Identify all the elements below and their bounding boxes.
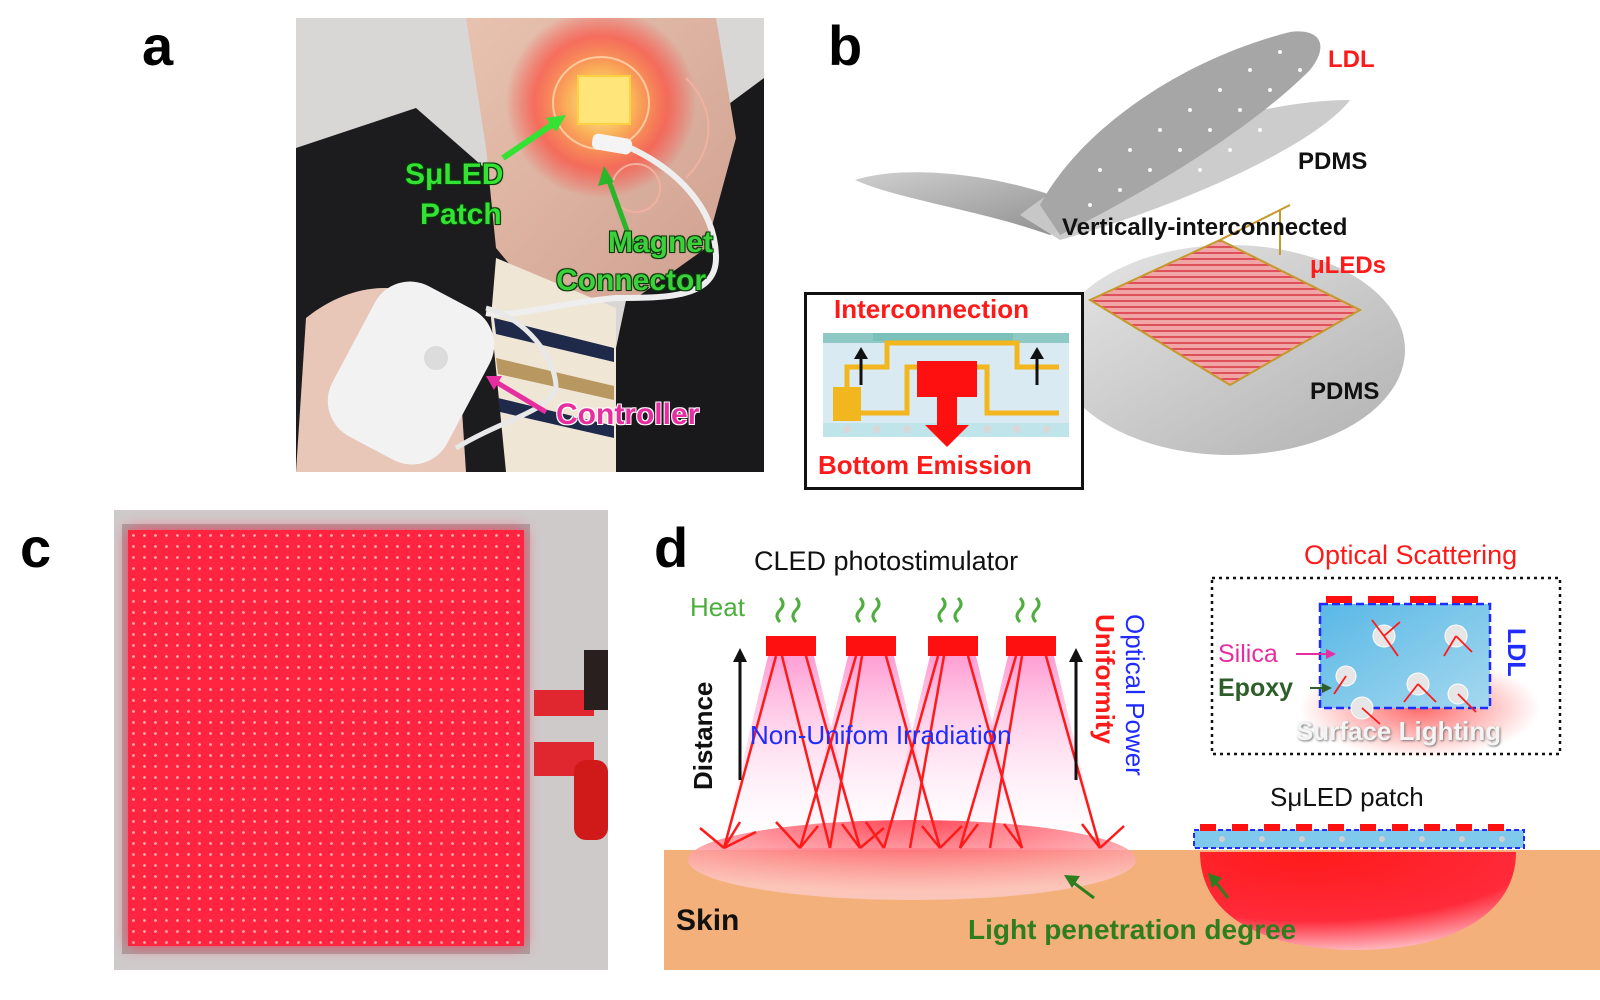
label-surface-lighting: Surface Lighting xyxy=(1296,716,1502,746)
ldl-layer xyxy=(1040,31,1321,236)
label-controller: Controller xyxy=(556,398,700,431)
patient-photo-illustration xyxy=(296,18,764,472)
label-skin: Skin xyxy=(676,904,740,937)
scattering-inset xyxy=(1210,576,1562,756)
led-array-lit xyxy=(128,530,524,946)
label-magnet-line2: Connector xyxy=(556,264,706,297)
sled-patch-strip xyxy=(1193,829,1525,849)
label-magnet-line1: Magnet xyxy=(608,226,713,259)
panel-letter-c: c xyxy=(20,516,52,579)
label-penetration: Light penetration degree xyxy=(968,914,1297,945)
label-patch-line1: SμLED xyxy=(405,158,504,191)
cled-beams xyxy=(722,656,1100,848)
label-cled-title: CLED photostimulator xyxy=(754,546,1019,576)
label-ldl-d: LDL xyxy=(1502,628,1530,677)
penetration-sled xyxy=(1200,852,1516,950)
label-heat: Heat xyxy=(690,592,745,622)
inset-cross-section xyxy=(823,333,1069,447)
label-b-vertical: Vertically-interconnected xyxy=(1062,214,1348,241)
cled-led-chips xyxy=(766,636,1056,656)
label-silica: Silica xyxy=(1218,640,1278,668)
label-non-uniform: Non-Unifom Irradiation xyxy=(750,720,1012,750)
label-sled-patch: SμLED patch xyxy=(1270,782,1424,812)
label-optical-scattering: Optical Scattering xyxy=(1304,540,1518,570)
panel-c-photo xyxy=(114,510,608,970)
uled-array xyxy=(1087,238,1363,387)
label-distance: Distance xyxy=(688,681,718,790)
label-b-ldl: LDL xyxy=(1328,46,1375,73)
label-inset-interconnection: Interconnection xyxy=(834,294,1030,324)
label-uniformity: Uniformity xyxy=(1090,614,1120,744)
label-optical-power: Optical Power xyxy=(1120,614,1150,776)
panel-letter-a: a xyxy=(142,14,174,77)
label-b-uleds: μLEDs xyxy=(1310,252,1387,279)
label-inset-bottom-emission: Bottom Emission xyxy=(818,450,1032,480)
panel-letter-d: d xyxy=(654,516,689,579)
label-b-pdms-bottom: PDMS xyxy=(1310,378,1380,405)
label-patch-line2: Patch xyxy=(420,198,502,231)
label-epoxy: Epoxy xyxy=(1218,674,1294,702)
heat-waves xyxy=(775,596,1041,624)
cled-rays xyxy=(699,655,1125,850)
interconnection-inset xyxy=(804,292,1084,490)
panel-letter-b: b xyxy=(828,14,863,77)
label-b-pdms-top: PDMS xyxy=(1298,148,1368,175)
panel-a-photo xyxy=(296,18,764,472)
